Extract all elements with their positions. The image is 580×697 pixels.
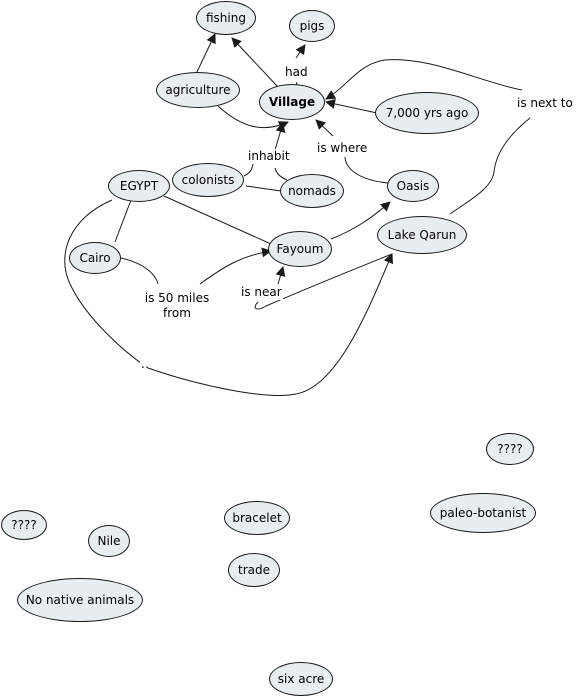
- node-no-native-animals[interactable]: No native animals: [17, 578, 143, 622]
- link-label-is-50-miles-from: is 50 miles from: [138, 291, 216, 321]
- node-egypt[interactable]: EGYPT: [108, 170, 170, 202]
- node-agriculture[interactable]: agriculture: [156, 72, 240, 108]
- node-fishing[interactable]: fishing: [196, 1, 256, 35]
- node-trade[interactable]: trade: [228, 553, 280, 587]
- edge-fayoum-oasis: [330, 201, 391, 240]
- node-oasis[interactable]: Oasis: [387, 170, 439, 202]
- node-village[interactable]: Village: [259, 84, 325, 120]
- node-7000-yrs-ago[interactable]: 7,000 yrs ago: [375, 92, 479, 134]
- edge-nomads-inhabit: [274, 167, 288, 181]
- edge-oasis-iswhere: [344, 156, 389, 184]
- node-unknown-right[interactable]: ????: [486, 433, 534, 465]
- edge-colonists-nomads: [245, 185, 282, 192]
- node-unknown-left[interactable]: ????: [1, 510, 47, 540]
- edge-50miles-fayoum: [199, 247, 272, 285]
- edge-qarun-nextto: [449, 117, 531, 215]
- link-label-is-near: is near: [240, 285, 283, 300]
- node-paleo-botanist[interactable]: paleo-botanist: [430, 493, 536, 533]
- node-cairo[interactable]: Cairo: [69, 242, 121, 274]
- edge-isnear-fayoum: [275, 266, 286, 285]
- edge-agriculture-fishing: [195, 33, 216, 75]
- link-label-is-next-to: is next to: [516, 96, 574, 111]
- edge-egypt-fayoum: [163, 195, 272, 245]
- link-label-dot: .: [140, 357, 146, 372]
- edge-qarun-isnear: [254, 253, 393, 310]
- node-nomads[interactable]: nomads: [280, 174, 344, 208]
- node-colonists[interactable]: colonists: [172, 163, 244, 197]
- edge-colonists-inhabit: [243, 163, 254, 177]
- edge-egypt-dot: [64, 199, 149, 369]
- edge-village-fishing: [231, 37, 279, 88]
- edge-inhabit-village: [274, 122, 286, 151]
- edge-nextto-village: [325, 59, 523, 100]
- link-label-inhabit: inhabit: [247, 149, 291, 164]
- edge-egypt-cairo: [114, 199, 132, 243]
- node-fayoum[interactable]: Fayoum: [268, 231, 332, 267]
- edge-dot-qarun: [147, 253, 393, 396]
- node-bracelet[interactable]: bracelet: [224, 501, 290, 535]
- edge-had-pigs: [295, 44, 306, 59]
- link-label-had: had: [284, 65, 309, 80]
- edge-yrs-village: [325, 99, 378, 114]
- edge-cairo-50miles: [120, 257, 159, 285]
- node-six-acre[interactable]: six acre: [269, 662, 333, 696]
- edge-iswhere-village: [315, 119, 334, 137]
- node-lake-qarun[interactable]: Lake Qarun: [377, 216, 467, 254]
- link-label-is-where: is where: [316, 141, 369, 156]
- node-nile[interactable]: Nile: [88, 525, 130, 557]
- node-pigs[interactable]: pigs: [289, 10, 335, 42]
